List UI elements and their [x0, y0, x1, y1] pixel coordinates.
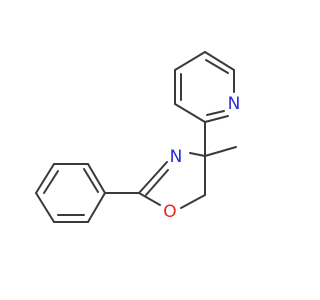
- bond: [180, 194, 206, 209]
- bond: [145, 169, 169, 196]
- oxazoline-nitrogen-label: N: [170, 147, 183, 167]
- bond: [174, 51, 206, 71]
- oxazoline-ring: [138, 152, 206, 209]
- bond: [35, 192, 55, 223]
- bond: [205, 59, 229, 74]
- bond: [189, 152, 206, 157]
- methyl-bond: [204, 146, 237, 157]
- bond: [87, 192, 106, 223]
- bond: [204, 115, 229, 123]
- bond: [83, 168, 99, 193]
- pyridine-ring: [174, 51, 235, 123]
- phenyl-ring: [35, 163, 106, 223]
- bond: [138, 192, 161, 206]
- bond: [206, 110, 225, 116]
- chemical-structure: N N O: [35, 51, 241, 223]
- pyridine-nitrogen-label: N: [228, 94, 241, 114]
- bond: [204, 51, 235, 71]
- oxazoline-oxygen-label: O: [163, 202, 176, 222]
- bond: [174, 103, 206, 123]
- bond: [138, 161, 168, 194]
- bond: [35, 163, 55, 194]
- bond: [87, 163, 106, 194]
- bond: [43, 170, 59, 194]
